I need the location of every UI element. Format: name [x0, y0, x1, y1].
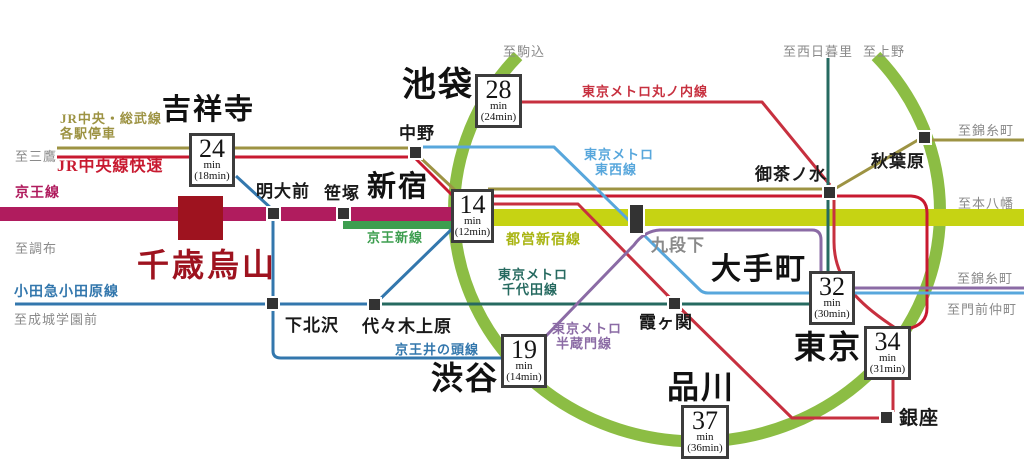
time-badge-tokyo-unit: min: [878, 352, 897, 364]
time-badge-ikebukuro-minutes: 28: [485, 75, 512, 104]
nakano-station-marker: [408, 145, 423, 160]
time-badge-shibuya-unit: min: [515, 360, 533, 372]
jr-chuo-sobu-line-label-1: JR中央・総武線: [60, 111, 162, 126]
time-badge-shinagawa: 37 min (36min): [681, 405, 729, 459]
jr-chuo-rapid-line-east: [488, 194, 929, 331]
edge-label-kinshicho-top: 至錦糸町: [958, 123, 1015, 138]
time-badge-tokyo: 34 min (31min): [864, 326, 911, 380]
time-badge-shinagawa-unit: min: [696, 431, 714, 443]
time-badge-otemachi-unit: min: [823, 297, 841, 309]
keio-inokashira-line-label: 京王井の頭線: [395, 342, 480, 357]
chitose-karasuyama-station-marker: [178, 196, 223, 240]
edge-label-monzennakacho: 至門前仲町: [947, 302, 1018, 317]
hanzomon-line-label: 東京メトロ 半蔵門線: [552, 321, 623, 351]
edge-label-mitaka: 至三鷹: [15, 149, 58, 164]
time-badge-kichijoji: 24 min (18min): [189, 133, 235, 187]
yoyogi-uehara-station-marker: [367, 297, 382, 312]
keio-line-label: 京王線: [15, 186, 60, 201]
ochanomizu-station-marker: [822, 185, 837, 200]
jr-chuo-rapid-line-label: JR中央線快速: [57, 158, 164, 175]
station-name-ginza: 銀座: [899, 408, 940, 429]
kasumigaseki-station-marker: [667, 296, 682, 311]
edge-label-seijogakuenmae: 至成城学園前: [14, 312, 99, 327]
keio-new-line-label: 京王新線: [367, 230, 424, 245]
time-badge-kichijoji-note: (18min): [194, 170, 230, 182]
edge-label-komagome: 至駒込: [503, 44, 546, 59]
edge-label-motoyawata: 至本八幡: [958, 196, 1015, 211]
station-name-meidaimae: 明大前: [256, 182, 310, 201]
marunouchi-line-label: 東京メトロ丸ノ内線: [582, 84, 709, 99]
time-badge-tokyo-note: (31min): [869, 363, 906, 375]
time-badge-kichijoji-unit: min: [203, 159, 221, 171]
shimokitazawa-station-marker: [265, 296, 280, 311]
marunouchi-line-ikebukuro-ochanomizu: [522, 100, 832, 186]
keio-inokashira-line: [234, 174, 504, 360]
edge-label-chofu: 至調布: [15, 241, 58, 256]
time-badge-shinjuku-note: (12min): [454, 226, 491, 238]
toei-shinjuku-line-label: 都営新宿線: [506, 233, 581, 248]
tozai-line-label-2: 東西線: [594, 162, 637, 177]
chiyoda-line-label-2: 千代田線: [501, 282, 558, 297]
keio-new-line-band: [343, 221, 452, 229]
time-badge-ikebukuro-unit: min: [489, 100, 508, 112]
time-badge-ikebukuro-note: (24min): [480, 111, 517, 123]
jr-chuo-sobu-line-label: JR中央・総武線 各駅停車: [60, 111, 162, 141]
ginza-station-marker: [879, 410, 894, 425]
time-badge-shinagawa-minutes: 37: [692, 406, 718, 435]
edge-label-ueno: 至上野: [863, 44, 906, 59]
toei-shinjuku-line-band: [493, 209, 1024, 226]
tozai-line-label-1: 東京メトロ: [584, 147, 655, 162]
time-badge-shinjuku-unit: min: [463, 215, 482, 227]
station-name-shinagawa: 品川: [667, 369, 736, 405]
hanzomon-line-label-2: 半蔵門線: [555, 336, 612, 351]
station-name-kichijoji: 吉祥寺: [162, 94, 256, 126]
kudanshita-station-marker: [628, 203, 645, 235]
time-badge-tokyo-minutes: 34: [874, 327, 901, 356]
station-name-kasumigaseki: 霞ヶ関: [639, 313, 693, 332]
station-name-ochanomizu: 御茶ノ水: [755, 165, 827, 184]
station-name-shimokitazawa: 下北沢: [285, 316, 339, 335]
time-badge-shinjuku-minutes: 14: [459, 190, 486, 219]
edge-label-nishinippori: 至西日暮里: [783, 44, 854, 59]
station-name-tokyo: 東京: [794, 329, 863, 365]
sasazuka-station-marker: [336, 206, 351, 221]
tozai-line: [423, 145, 1024, 295]
time-badge-shibuya-note: (14min): [506, 371, 542, 383]
time-badge-shibuya-minutes: 19: [511, 335, 537, 364]
edge-label-kinshicho-right: 至錦糸町: [957, 271, 1014, 286]
tozai-line-label: 東京メトロ 東西線: [584, 147, 655, 177]
chiyoda-line-label: 東京メトロ 千代田線: [498, 267, 569, 297]
station-name-otemachi: 大手町: [711, 253, 807, 286]
hanzomon-line-label-1: 東京メトロ: [552, 321, 623, 336]
home-station-name: 千歳烏山: [137, 247, 278, 283]
chiyoda-line-label-1: 東京メトロ: [498, 267, 569, 282]
time-badge-otemachi-minutes: 32: [819, 272, 845, 301]
time-badge-shinagawa-note: (36min): [687, 442, 723, 454]
station-name-shibuya: 渋谷: [431, 360, 500, 396]
time-badge-ikebukuro: 28 min (24min): [475, 74, 522, 128]
odakyu-line-label: 小田急小田原線: [14, 285, 119, 300]
station-name-ikebukuro: 池袋: [402, 67, 474, 104]
time-badge-kichijoji-minutes: 24: [199, 134, 225, 163]
time-badge-otemachi-note: (30min): [814, 308, 850, 320]
station-name-kudanshita: 九段下: [651, 236, 705, 255]
keio-line-band: [0, 207, 452, 221]
meidaimae-station-marker: [266, 206, 281, 221]
station-name-shinjuku: 新宿: [367, 171, 430, 203]
station-name-yoyogi-uehara: 代々木上原: [362, 317, 452, 336]
time-badge-shinjuku: 14 min (12min): [451, 189, 494, 243]
station-name-akihabara: 秋葉原: [871, 152, 925, 171]
jr-chuo-sobu-line-label-2: 各駅停車: [60, 126, 117, 141]
station-name-nakano: 中野: [399, 124, 435, 143]
akihabara-station-marker: [917, 130, 932, 145]
time-badge-otemachi: 32 min (30min): [809, 271, 855, 325]
station-name-sasazuka: 笹塚: [324, 184, 360, 203]
time-badge-shibuya: 19 min (14min): [501, 334, 547, 388]
